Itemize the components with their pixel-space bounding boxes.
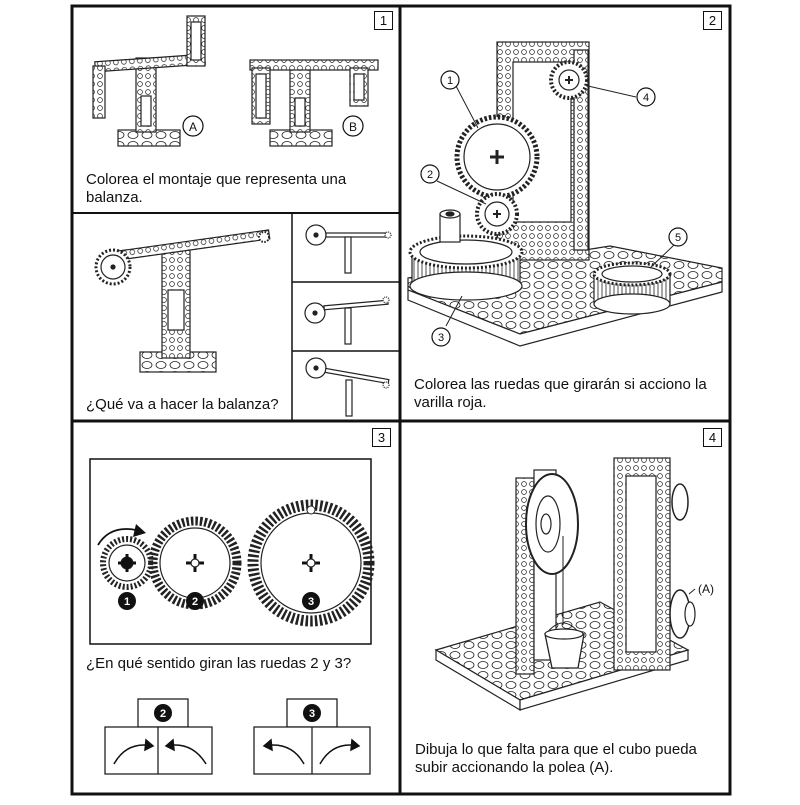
gear-label-3: 3 [302, 592, 320, 610]
option-clockwise-arrow-2[interactable] [113, 738, 155, 765]
panel-1-question: ¿Qué va a hacer la balanza? [86, 396, 279, 413]
svg-text:4: 4 [643, 92, 649, 104]
gear-assembly [407, 41, 723, 347]
panel-number-2: 2 [703, 11, 722, 30]
panel-3-question: ¿En qué sentido giran las ruedas 2 y 3? [86, 655, 352, 672]
option-tilt-right-down[interactable] [304, 296, 390, 345]
svg-text:3: 3 [309, 708, 315, 720]
option-counterclockwise-arrow-3[interactable] [262, 738, 305, 765]
panel-1-instruction: Colorea el montaje que representa una ba… [86, 171, 347, 206]
option-level[interactable] [305, 224, 392, 274]
svg-text:2: 2 [160, 708, 166, 720]
callout-1: 1 [440, 70, 460, 90]
svg-text:1: 1 [124, 596, 130, 608]
balance-model-a[interactable] [92, 15, 206, 147]
label-a: A [189, 120, 197, 134]
answer-box-label-2: 2 [154, 704, 172, 722]
label-a-marker: A [182, 115, 204, 137]
svg-text:5: 5 [675, 232, 681, 244]
label-b: B [349, 120, 357, 134]
answer-box-label-3: 3 [303, 704, 321, 722]
callout-4: 4 [636, 87, 656, 107]
pulley-a-label: (A) [698, 582, 714, 596]
balance-with-wheel [94, 229, 271, 373]
svg-text:3: 3 [308, 596, 314, 608]
svg-text:3: 3 [438, 332, 444, 344]
panel-frame [70, 4, 732, 796]
callout-5: 5 [668, 227, 688, 247]
panel-2-instruction: Colorea las ruedas que girarán si accion… [414, 376, 707, 411]
pulley-model [434, 457, 696, 712]
option-clockwise-arrow-3[interactable] [319, 738, 361, 765]
panel-number-4: 4 [703, 428, 722, 447]
gear-label-1: 1 [118, 592, 136, 610]
panel-4-instruction: Dibuja lo que falta para que el cubo pue… [415, 741, 697, 776]
callout-3: 3 [431, 327, 451, 347]
option-counterclockwise-arrow-2[interactable] [164, 738, 207, 765]
option-tilt-right-up[interactable] [305, 357, 390, 417]
balance-model-b[interactable] [249, 59, 379, 147]
gear-label-2: 2 [186, 592, 204, 610]
svg-text:2: 2 [192, 596, 198, 608]
panel-number-1: 1 [374, 11, 393, 30]
svg-text:2: 2 [427, 169, 433, 181]
svg-text:1: 1 [447, 75, 453, 87]
callout-2: 2 [420, 164, 440, 184]
panel-number-3: 3 [372, 428, 391, 447]
label-b-marker: B [342, 115, 364, 137]
